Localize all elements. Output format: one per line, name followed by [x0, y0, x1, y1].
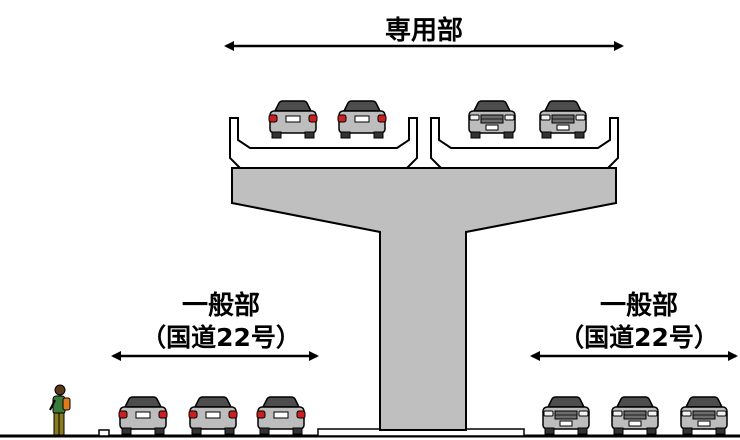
general-section-left-route: （国道22号）: [141, 323, 301, 352]
dedicated-section-label: 専用部: [384, 16, 463, 46]
car-rear-icon: [188, 396, 238, 435]
general-section-right-route: （国道22号）: [559, 323, 719, 352]
deck-left: [229, 117, 418, 169]
car-front-icon: [468, 100, 516, 139]
curb-left: [98, 429, 110, 437]
car-rear-icon: [268, 100, 318, 139]
car-rear-icon: [337, 100, 387, 139]
car-front-icon: [539, 100, 587, 139]
pedestrian-icon: [49, 384, 71, 436]
deck-right: [430, 117, 619, 169]
pier-structure: [231, 167, 617, 431]
general-section-right-label: 一般部: [599, 291, 678, 321]
car-front-icon: [611, 396, 659, 435]
car-front-icon: [542, 396, 590, 435]
car-rear-icon: [118, 396, 168, 435]
car-front-icon: [680, 396, 728, 435]
car-rear-icon: [256, 396, 306, 435]
general-section-left-label: 一般部: [181, 291, 260, 321]
